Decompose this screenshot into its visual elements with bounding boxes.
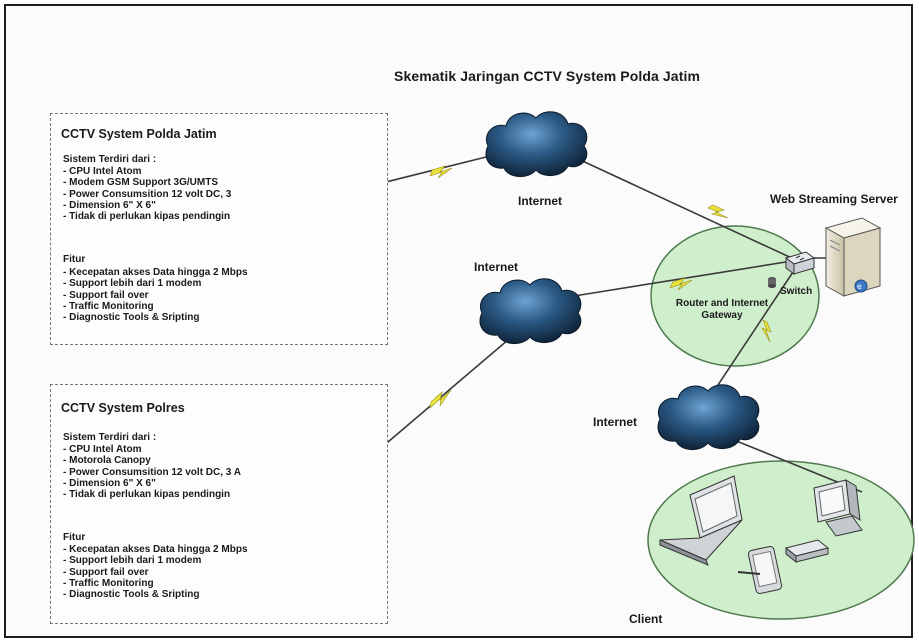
list-item: - Support lebih dari 1 modem xyxy=(63,278,202,290)
lightning-icon xyxy=(761,319,772,343)
list-item: - CPU Intel Atom xyxy=(63,444,142,455)
list-item: - CPU Intel Atom xyxy=(63,166,142,177)
desktop-computer-icon xyxy=(784,479,863,564)
internet-cloud-top-icon xyxy=(485,111,588,178)
lightning-icon xyxy=(707,204,729,219)
panel-title: CCTV System Polda Jatim xyxy=(61,127,217,141)
list-item: - Motorola Canopy xyxy=(63,455,151,467)
internet-label-mid: Internet xyxy=(474,260,519,274)
link-polres-to-cloud xyxy=(367,327,523,460)
lightning-bolts xyxy=(429,165,772,409)
client-label: Client xyxy=(629,612,663,626)
system-list: - CPU Intel Atom - Modem GSM Support 3G/… xyxy=(63,166,231,222)
list-item: - Diagnostic Tools & Sripting xyxy=(63,589,200,601)
diagram-title: Skematik Jaringan CCTV System Polda Jati… xyxy=(394,68,700,84)
list-item: - Support lebih dari 1 modem xyxy=(63,555,202,567)
cctv-polres-panel: CCTV System Polres Sistem Terdiri dari :… xyxy=(50,384,388,624)
cctv-polda-panel: CCTV System Polda Jatim Sistem Terdiri d… xyxy=(50,113,388,345)
internet-label-bottom: Internet xyxy=(593,415,638,429)
internet-cloud-mid-icon xyxy=(479,278,582,345)
features-heading: Fitur xyxy=(63,532,86,543)
list-item: - Kecepatan akses Data hingga 2 Mbps xyxy=(63,267,248,278)
panel-title: CCTV System Polres xyxy=(61,401,185,415)
list-item: - Kecepatan akses Data hingga 2 Mbps xyxy=(63,544,248,555)
tablet-icon xyxy=(737,546,783,594)
laptop-icon xyxy=(659,475,743,566)
link-switch-to-cloud-bottom xyxy=(715,265,798,389)
list-item: - Support fail over xyxy=(63,289,149,301)
database-icon xyxy=(768,277,776,288)
router-gateway-label: Router and Internet Gateway xyxy=(665,298,779,322)
list-item: - Modem GSM Support 3G/UMTS xyxy=(63,177,218,189)
lightning-icon xyxy=(429,165,453,179)
list-item: - Traffic Monitoring xyxy=(63,577,154,589)
features-list: - Kecepatan akses Data hingga 2 Mbps - S… xyxy=(63,267,248,323)
features-list: - Kecepatan akses Data hingga 2 Mbps - S… xyxy=(63,544,248,600)
list-item: - Dimension 6" X 6" xyxy=(63,477,156,489)
switch-label: Switch xyxy=(780,286,813,297)
web-streaming-server-icon: e xyxy=(824,217,882,297)
lightning-icon xyxy=(669,277,693,291)
features-heading: Fitur xyxy=(63,254,86,265)
system-heading: Sistem Terdiri dari : xyxy=(63,154,157,165)
list-item: - Power Consumsition 12 volt DC, 3 xyxy=(63,188,232,200)
router-gateway-zone xyxy=(650,225,820,367)
router-label-line2: Gateway xyxy=(701,310,743,321)
link-cloud-top-to-switch xyxy=(575,157,797,261)
list-item: - Support fail over xyxy=(63,566,149,578)
switch-icon xyxy=(784,251,816,275)
router-label-line1: Router and Internet xyxy=(675,298,769,309)
web-streaming-server-label: Web Streaming Server xyxy=(770,192,898,206)
system-heading: Sistem Terdiri dari : xyxy=(63,432,157,443)
list-item: - Tidak di perlukan kipas pendingin xyxy=(63,211,231,223)
list-item: - Power Consumsition 12 volt DC, 3 A xyxy=(63,466,241,478)
internet-cloud-bottom-icon xyxy=(657,384,760,451)
list-item: - Diagnostic Tools & Sripting xyxy=(63,312,200,324)
list-item: - Tidak di perlukan kipas pendingin xyxy=(63,489,231,501)
list-item: - Traffic Monitoring xyxy=(63,300,154,312)
system-list: - CPU Intel Atom - Motorola Canopy - Pow… xyxy=(63,444,241,500)
svg-text:e: e xyxy=(857,282,862,291)
list-item: - Dimension 6" X 6" xyxy=(63,199,156,211)
internet-label-top: Internet xyxy=(518,194,563,208)
lightning-icon xyxy=(429,389,452,409)
